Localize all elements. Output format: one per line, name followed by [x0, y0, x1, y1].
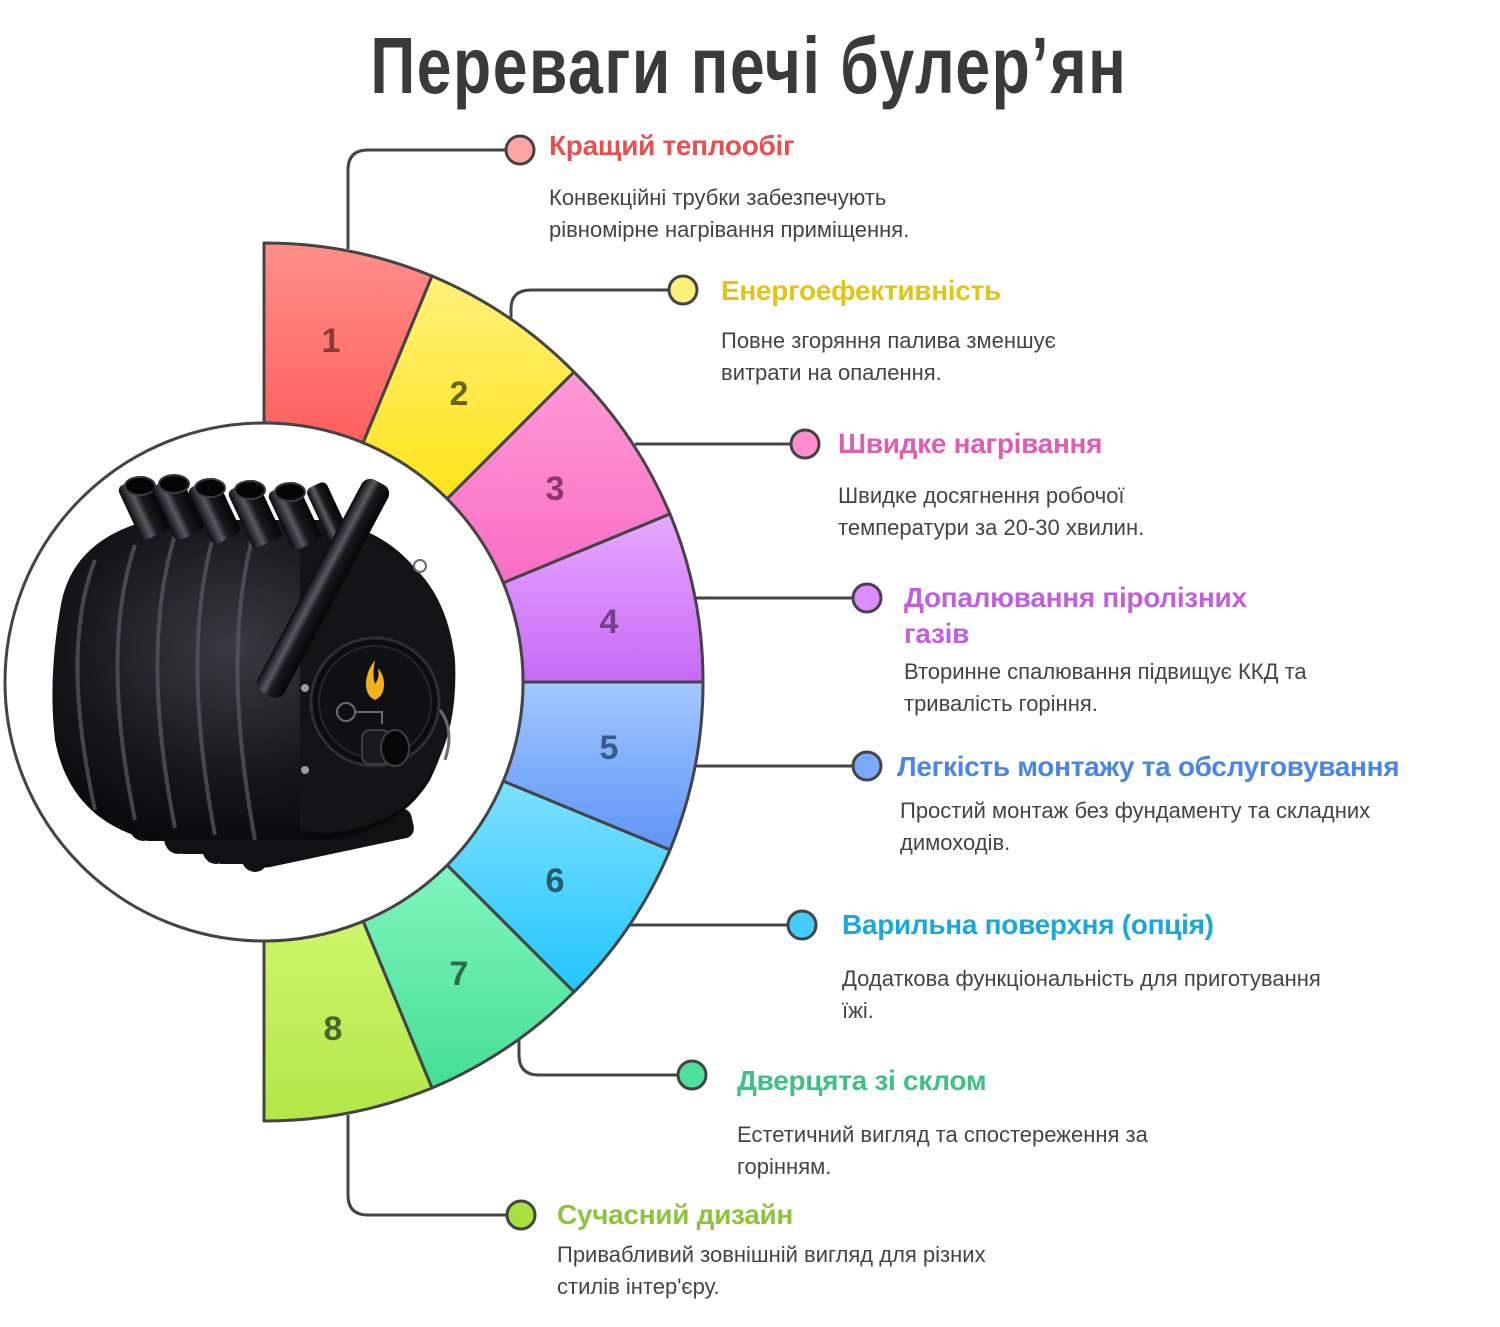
feature-description: Конвекційні трубки забезпечують рівномір… — [549, 185, 910, 242]
dot-6 — [786, 909, 818, 941]
feature-3: Швидке нагрівання Швидке досягнення робо… — [838, 426, 1144, 544]
feature-description: Простий монтаж без фундаменту та складни… — [900, 798, 1371, 855]
segment-number-7: 7 — [450, 955, 469, 993]
feature-1: Кращий теплообіг Конвекційні трубки забе… — [549, 128, 909, 246]
segment-arc — [262, 241, 705, 1123]
feature-description: Повне згоряння палива зменшує витрати на… — [721, 328, 1056, 385]
feature-4: Допалювання піролізних газів Вторинне сп… — [904, 580, 1307, 720]
dot-5 — [851, 750, 883, 782]
connector-8 — [346, 1115, 508, 1217]
feature-title: Варильна поверхня (опція) — [842, 909, 1214, 940]
feature-description: Швидке досягнення робочої температури за… — [838, 483, 1145, 540]
feature-title: Енергоефективність — [721, 275, 1001, 306]
connector-2 — [509, 288, 670, 318]
segment-number-4: 4 — [600, 603, 619, 641]
connector-7 — [517, 1040, 680, 1077]
feature-5: Легкість монтажу та обслуговування Прост… — [897, 749, 1400, 859]
stove-photo — [3, 421, 525, 943]
feature-description: Естетичний вигляд та спостереження за го… — [737, 1122, 1148, 1179]
connector-1 — [346, 148, 508, 249]
feature-7: Дверцята зі склом Естетичний вигляд та с… — [737, 1063, 1148, 1183]
feature-title: Кращий теплообіг — [549, 130, 795, 161]
feature-title: Допалювання піролізних газів — [904, 582, 1247, 649]
dot-2 — [667, 274, 699, 306]
page-title: Переваги печі булер’ян — [370, 21, 1128, 110]
feature-title: Легкість монтажу та обслуговування — [897, 751, 1400, 782]
feature-8: Сучасний дизайн Привабливий зовнішній ви… — [557, 1197, 986, 1303]
feature-description: Додаткова функціональність для приготува… — [842, 966, 1321, 1023]
feature-title: Дверцята зі склом — [737, 1065, 987, 1096]
feature-title: Сучасний дизайн — [557, 1199, 794, 1230]
segment-number-5: 5 — [600, 729, 619, 767]
segment-number-3: 3 — [546, 470, 565, 508]
segment-numbers: 1 2 3 4 5 6 7 8 — [322, 322, 619, 1048]
feature-description: Вторинне спалювання підвищує ККД та трив… — [904, 659, 1307, 716]
dot-8 — [505, 1199, 537, 1231]
stove-illustration — [52, 474, 456, 872]
segment-number-2: 2 — [450, 375, 469, 413]
flame-icon — [366, 660, 384, 700]
segment-number-8: 8 — [324, 1010, 343, 1048]
dot-4 — [851, 582, 883, 614]
dot-3 — [789, 428, 821, 460]
feature-description: Привабливий зовнішній вигляд для різних … — [557, 1242, 986, 1299]
feature-dots — [504, 134, 883, 1231]
feature-2: Енергоефективність Повне згоряння палива… — [721, 273, 1056, 389]
feature-6: Варильна поверхня (опція) Додаткова функ… — [842, 907, 1321, 1027]
connector-lines — [346, 148, 852, 1217]
feature-title: Швидке нагрівання — [838, 428, 1103, 459]
segment-number-6: 6 — [546, 862, 565, 900]
dot-7 — [676, 1059, 708, 1091]
segment-number-1: 1 — [322, 322, 341, 360]
dot-1 — [504, 134, 536, 166]
